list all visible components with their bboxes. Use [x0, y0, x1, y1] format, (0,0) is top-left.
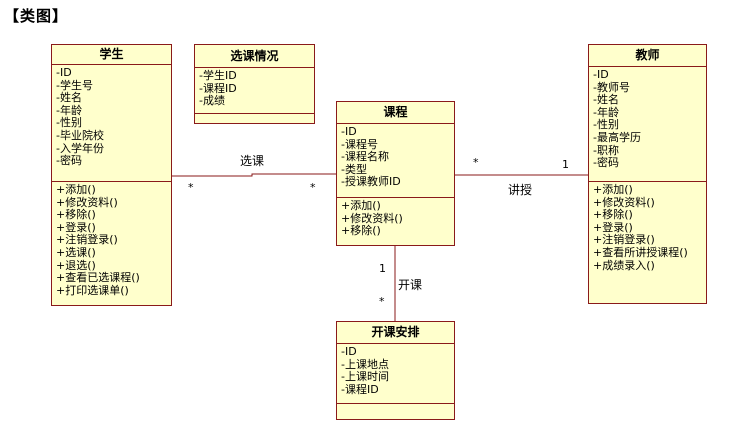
operation: +添加(): [593, 183, 633, 196]
attribute: -年龄: [593, 105, 619, 119]
attribute: -密码: [56, 154, 82, 168]
operation: +修改资料(): [341, 211, 403, 225]
operation: +成绩录入(): [593, 258, 655, 272]
operation: +添加(): [56, 183, 96, 196]
attribute: -课程ID: [341, 382, 379, 396]
association-offer-label: 开课: [398, 278, 423, 292]
class-course-attributes: -ID -课程号 -课程名称 -类型 -授课教师ID: [337, 124, 454, 198]
operation: +修改资料(): [56, 195, 118, 209]
class-schedule[interactable]: 开课安排 -ID -上课地点 -上课时间 -课程ID: [336, 321, 455, 420]
attribute: -姓名: [593, 93, 619, 107]
class-enrollment-name: 选课情况: [195, 45, 314, 68]
attribute: -上课地点: [341, 357, 389, 371]
multiplicity-course-offer-end: 1: [379, 262, 386, 275]
class-course[interactable]: 课程 -ID -课程号 -课程名称 -类型 -授课教师ID +添加() +修改资…: [336, 101, 455, 246]
class-schedule-attributes: -ID -上课地点 -上课时间 -课程ID: [337, 344, 454, 404]
attribute: -课程号: [341, 137, 378, 151]
attribute: -课程ID: [199, 81, 237, 95]
attribute: -ID: [341, 125, 357, 138]
operation: +选课(): [56, 245, 96, 259]
attribute: -授课教师ID: [341, 175, 401, 189]
class-teacher-name: 教师: [589, 45, 706, 67]
attribute: -课程名称: [341, 150, 389, 164]
attribute: -教师号: [593, 80, 630, 94]
class-schedule-operations: [337, 404, 454, 408]
class-schedule-name: 开课安排: [337, 322, 454, 344]
class-enrollment[interactable]: 选课情况 -学生ID -课程ID -成绩: [194, 44, 315, 124]
class-teacher-operations: +添加() +修改资料() +移除() +登录() +注销登录() +查看所讲授…: [589, 182, 706, 274]
attribute: -性别: [56, 116, 82, 130]
operation: +登录(): [56, 220, 96, 234]
attribute: -密码: [593, 156, 619, 170]
class-course-name: 课程: [337, 102, 454, 124]
attribute: -类型: [341, 162, 367, 176]
attribute: -姓名: [56, 91, 82, 105]
multiplicity-student-end: *: [188, 181, 194, 194]
attribute: -学生号: [56, 78, 93, 92]
operation: +移除(): [593, 208, 633, 222]
multiplicity-schedule-end: *: [379, 295, 385, 308]
attribute: -ID: [593, 68, 609, 81]
class-student-attributes: -ID -学生号 -姓名 -年龄 -性别 -毕业院校 -入学年份 -密码: [52, 65, 171, 182]
operation: +注销登录(): [593, 233, 655, 247]
class-student[interactable]: 学生 -ID -学生号 -姓名 -年龄 -性别 -毕业院校 -入学年份 -密码 …: [51, 44, 172, 306]
operation: +注销登录(): [56, 233, 118, 247]
operation: +修改资料(): [593, 195, 655, 209]
attribute: -职称: [593, 143, 619, 157]
association-select-course-label: 选课: [240, 154, 265, 168]
operation: +移除(): [56, 208, 96, 222]
multiplicity-teacher-end: 1: [562, 158, 569, 171]
class-teacher-attributes: -ID -教师号 -姓名 -年龄 -性别 -最高学历 -职称 -密码: [589, 67, 706, 182]
association-select-course-line: [172, 173, 336, 177]
attribute: -入学年份: [56, 141, 104, 155]
association-teach-label: 讲授: [508, 183, 533, 197]
class-student-name: 学生: [52, 45, 171, 65]
multiplicity-course-end: *: [310, 181, 316, 194]
attribute: -上课时间: [341, 370, 389, 384]
operation: +添加(): [341, 199, 381, 212]
operation: +查看所讲授课程(): [593, 245, 688, 259]
class-enrollment-attributes: -学生ID -课程ID -成绩: [195, 68, 314, 114]
class-student-operations: +添加() +修改资料() +移除() +登录() +注销登录() +选课() …: [52, 182, 171, 299]
class-course-operations: +添加() +修改资料() +移除(): [337, 198, 454, 240]
operation: +查看已选课程(): [56, 271, 140, 285]
attribute: -最高学历: [593, 130, 641, 144]
attribute: -ID: [341, 345, 357, 358]
class-teacher[interactable]: 教师 -ID -教师号 -姓名 -年龄 -性别 -最高学历 -职称 -密码 +添…: [588, 44, 707, 304]
operation: +移除(): [341, 224, 381, 238]
page-title: 【类图】: [4, 7, 69, 25]
operation: +退选(): [56, 258, 96, 272]
attribute: -学生ID: [199, 69, 237, 82]
multiplicity-course-teach-end: *: [473, 156, 479, 169]
class-enrollment-operations: [195, 114, 314, 118]
attribute: -成绩: [199, 94, 225, 108]
attribute: -毕业院校: [56, 128, 104, 142]
operation: +打印选课单(): [56, 283, 129, 297]
operation: +登录(): [593, 220, 633, 234]
attribute: -年龄: [56, 103, 82, 117]
attribute: -ID: [56, 66, 72, 79]
attribute: -性别: [593, 118, 619, 132]
